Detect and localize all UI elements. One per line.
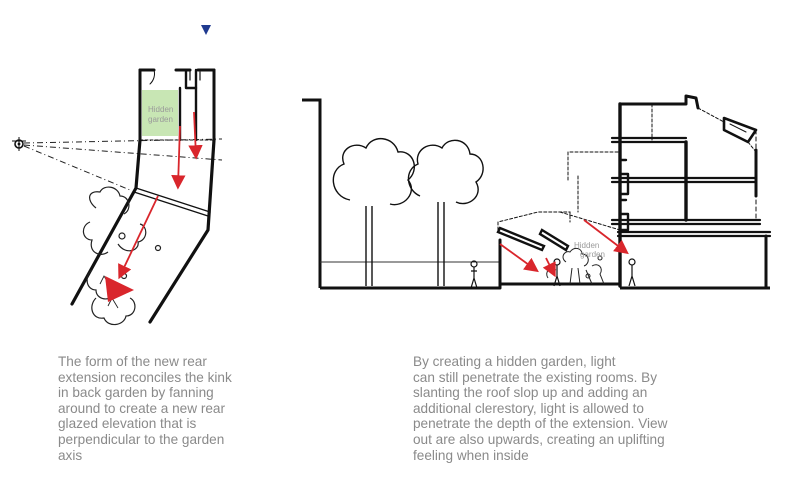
hidden-garden-area xyxy=(142,90,178,136)
caption-plan-line: axis xyxy=(58,447,83,463)
existing-house-plan xyxy=(138,68,216,142)
section-trees xyxy=(332,138,484,286)
garden-trees-plan xyxy=(82,186,162,326)
north-marker-icon xyxy=(201,25,211,35)
extension-section xyxy=(496,151,621,290)
caption-section-line: out are also upwards, creating an uplift… xyxy=(413,431,665,447)
caption-plan-line: in back garden by fanning xyxy=(58,385,214,401)
caption-section-line: additional clerestory, light is allowed … xyxy=(413,400,644,416)
caption-section-line: feeling when inside xyxy=(413,447,529,463)
plan-large-arrowhead xyxy=(105,276,134,302)
caption-plan-line: perpendicular to the garden xyxy=(58,431,225,447)
section-light-arrows xyxy=(499,219,629,278)
boundary-wall xyxy=(302,98,322,288)
site-section: Hidden garden xyxy=(302,94,772,290)
plan-view-arrows xyxy=(118,111,203,280)
caption-plan-line: extension reconciles the kink xyxy=(58,369,232,385)
plan-garden-label-line2: garden xyxy=(148,115,173,124)
extension-plan-outline xyxy=(70,138,216,324)
plan-garden-label-line1: Hidden xyxy=(148,105,173,114)
caption-section-line: By creating a hidden garden, light xyxy=(413,354,616,369)
section-garden-label-line1: Hidden xyxy=(574,241,599,250)
caption-plan-line: around to create a new rear xyxy=(58,400,226,416)
sight-lines xyxy=(23,138,223,191)
caption-section: By creating a hidden garden, light can s… xyxy=(413,354,667,463)
caption-section-line: can still penetrate the existing rooms. … xyxy=(413,369,658,385)
ground-line xyxy=(320,282,770,290)
eye-icon xyxy=(12,137,26,151)
section-garden-label-line2: garden xyxy=(580,250,605,259)
caption-plan-line: glazed elevation that is xyxy=(58,416,197,432)
caption-section-line: penetrate the depth of the extension. Vi… xyxy=(413,416,668,432)
caption-plan: The form of the new rear extension recon… xyxy=(58,354,232,463)
caption-section-line: slanting the roof slop up and adding an xyxy=(413,385,648,401)
site-plan: Hidden garden xyxy=(12,25,223,326)
existing-house-section xyxy=(610,94,772,290)
caption-plan-line: The form of the new rear xyxy=(58,354,207,369)
